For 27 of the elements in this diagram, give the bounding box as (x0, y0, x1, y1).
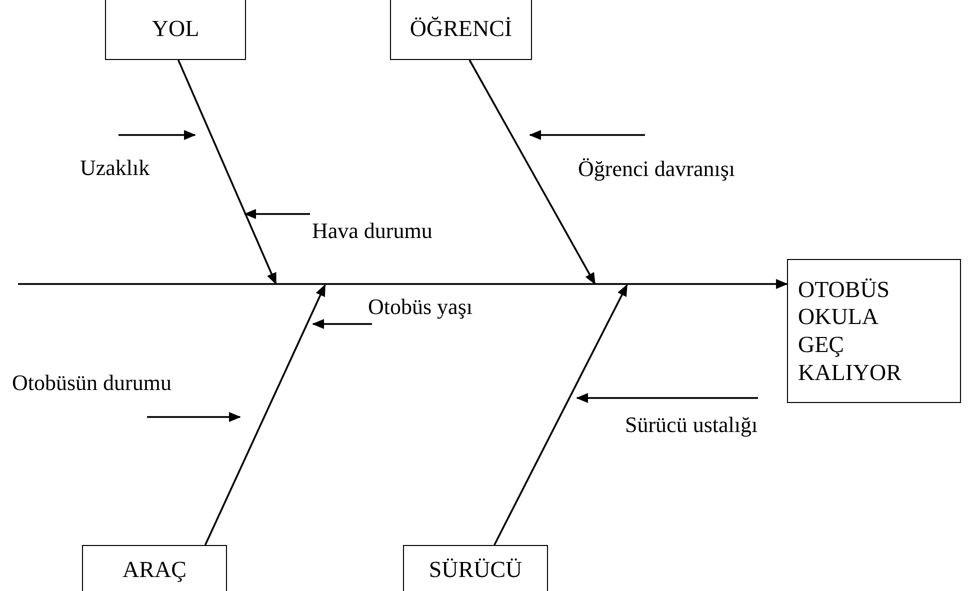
bone-arrow (468, 60, 596, 285)
cause-label: Hava durumu (312, 218, 432, 244)
category-box (82, 545, 227, 591)
category-box (105, 0, 246, 60)
cause-arrow (147, 412, 241, 422)
category-box (390, 0, 532, 60)
cause-arrow (529, 130, 645, 140)
bone-arrow (494, 284, 628, 546)
effect-label: OTOBÜS OKULA GEÇ KALIYOR (798, 276, 902, 386)
cause-label: Öğrenci davranışı (578, 156, 735, 182)
bone-arrow (204, 284, 326, 546)
cause-label: Otobüs yaşı (368, 294, 472, 320)
category-label: YOL (152, 15, 200, 43)
category-box (403, 545, 548, 591)
category-label: ARAÇ (122, 556, 186, 584)
category-label: SÜRÜCÜ (428, 556, 522, 584)
category-label: ÖĞRENCİ (410, 15, 512, 43)
spine-arrow (18, 279, 788, 289)
cause-arrow (244, 209, 310, 219)
cause-label: Otobüsün durumu (12, 370, 172, 396)
cause-label: Uzaklık (80, 155, 150, 182)
bone-arrow (178, 60, 277, 285)
cause-arrow (312, 319, 372, 329)
cause-arrow (118, 130, 196, 140)
cause-arrow (576, 393, 758, 403)
cause-label: Sürücü ustalığı (625, 412, 758, 438)
effect-box (787, 259, 961, 403)
